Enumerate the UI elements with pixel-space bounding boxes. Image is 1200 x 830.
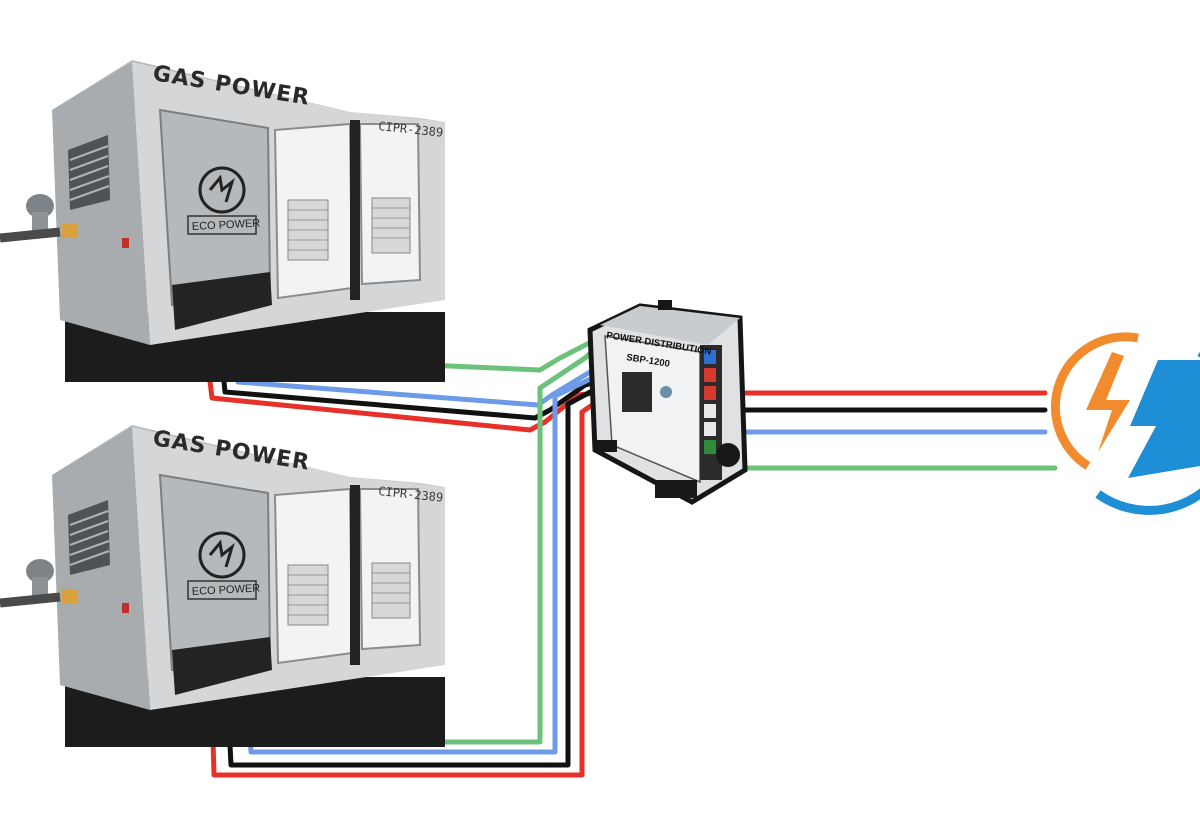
- side-vent: [68, 500, 110, 575]
- generator-side-panel: [52, 427, 150, 710]
- connector-strip: [700, 345, 722, 480]
- cable-red-out: [715, 357, 1048, 396]
- cable-green-out: [707, 445, 1058, 471]
- generator-model: CIPR-2389: [378, 119, 444, 140]
- cable-blue-out: [713, 407, 1048, 435]
- eco-power-logo: ECO POWER: [187, 166, 261, 235]
- energy-logo-blue-shape: [1128, 360, 1200, 478]
- eco-power-label: ECO POWER: [192, 217, 261, 233]
- energy-grid-logo: [1050, 332, 1200, 515]
- energy-logo-orange-arc: [1050, 332, 1139, 470]
- power-distribution-panel: POWER DISTRIBUTION SBP-1200: [587, 300, 748, 505]
- gas-regulator: [0, 559, 78, 608]
- generator-side-panel: [52, 62, 150, 345]
- gas-regulator: [0, 194, 78, 243]
- energy-logo-orange-bolt: [1086, 352, 1130, 452]
- energy-logo-blue-arc: [1095, 352, 1200, 515]
- eco-power-label: ECO POWER: [192, 582, 261, 598]
- generator-model: CIPR-2389: [378, 484, 444, 505]
- eco-power-logo: ECO POWER: [187, 531, 261, 600]
- generator-1: GAS POWER CIPR-2389 ECO POWER: [0, 60, 445, 382]
- generator-2: GAS POWER CIPR-2389 ECO POWER: [0, 425, 445, 747]
- side-vent: [68, 135, 110, 210]
